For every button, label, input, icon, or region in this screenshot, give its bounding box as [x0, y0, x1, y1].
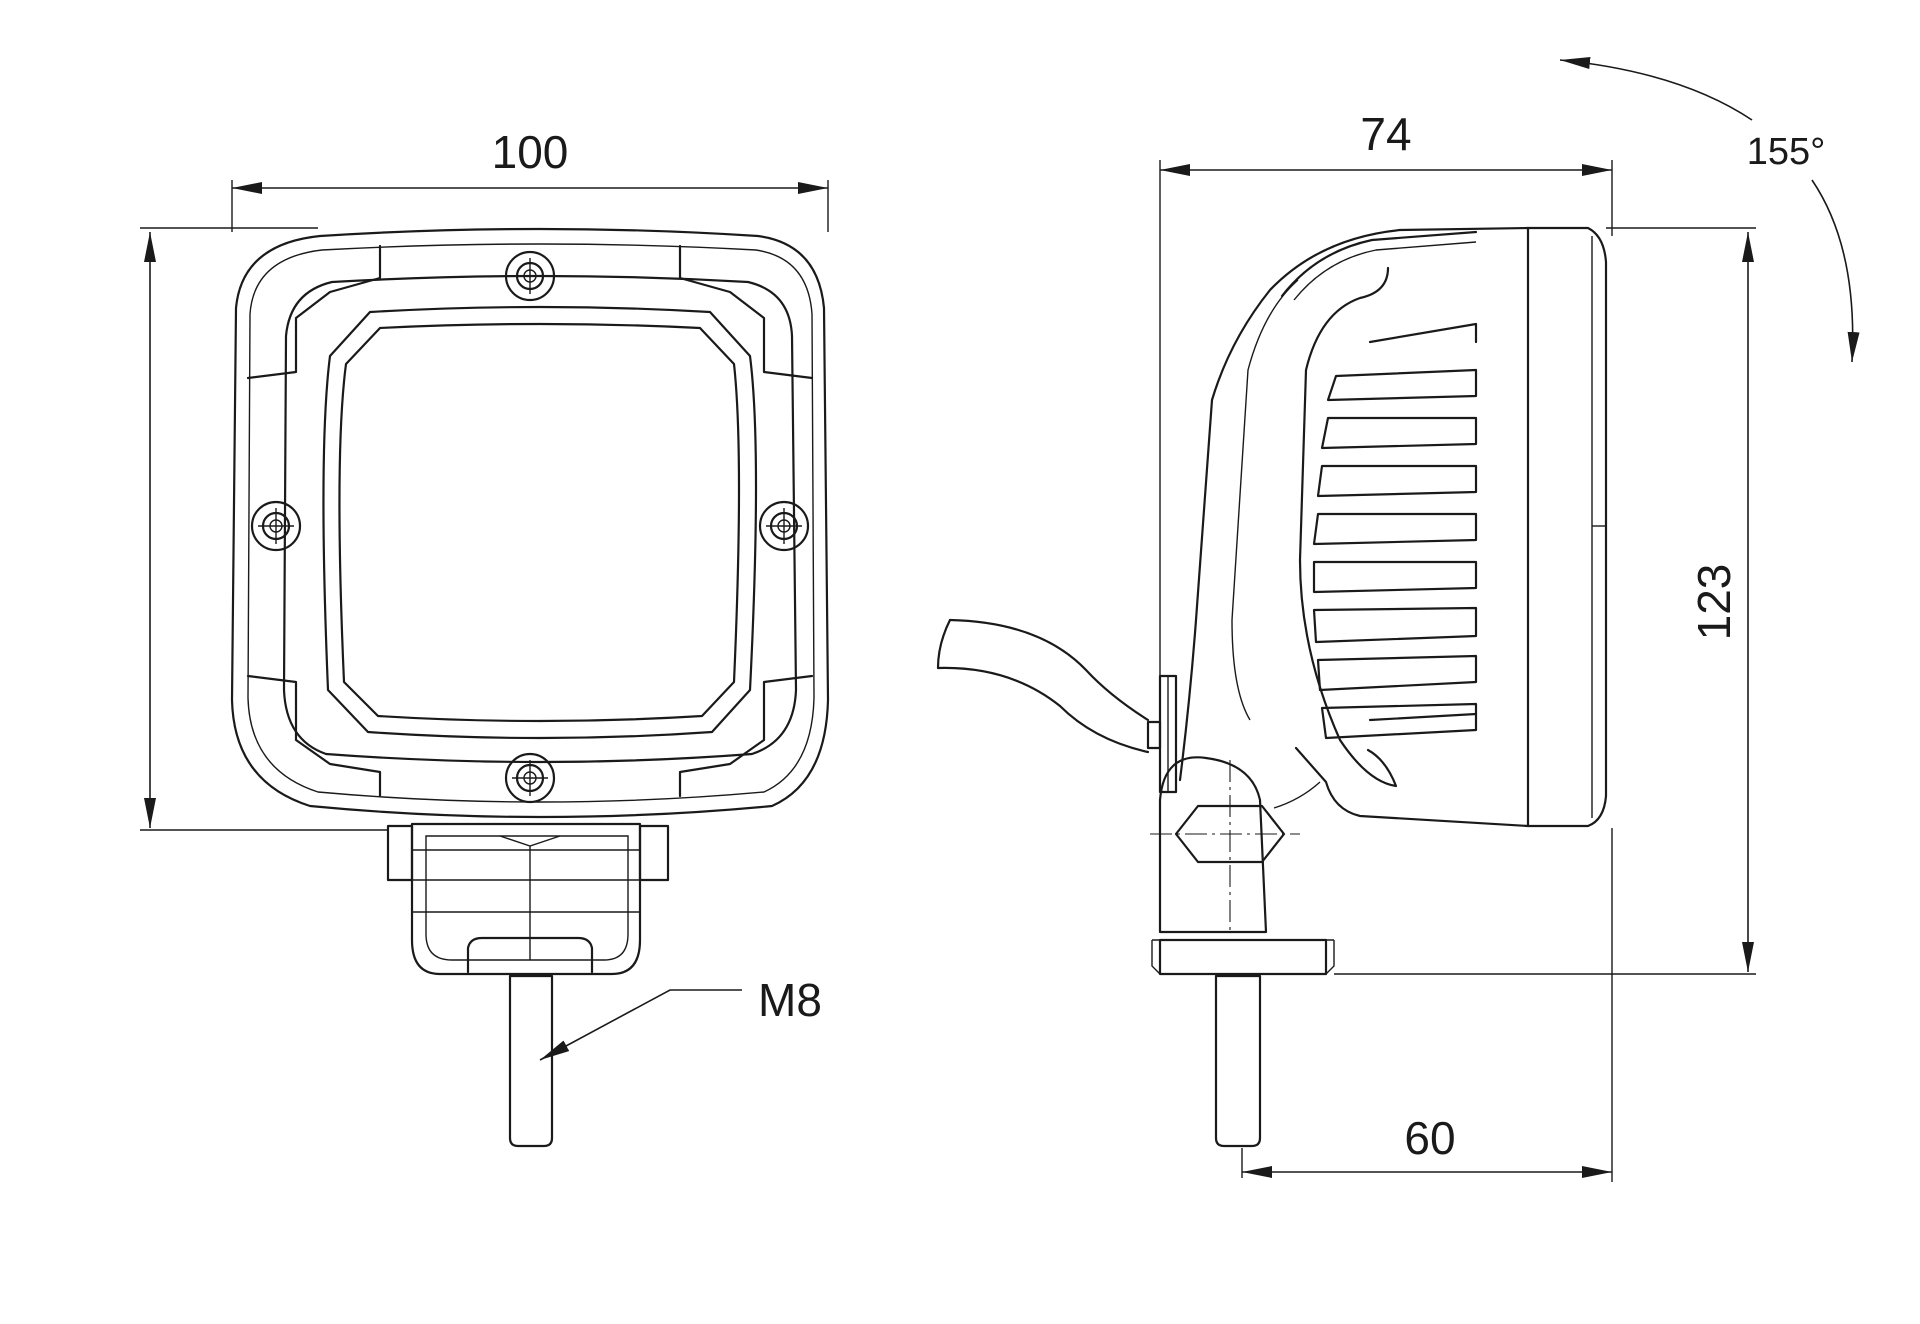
bezel-notch-bottom-right	[678, 674, 814, 798]
screw-right	[758, 500, 810, 552]
front-bracket	[386, 822, 670, 976]
dim-label-60: 60	[1404, 1112, 1455, 1164]
dimension-100: 100	[231, 126, 829, 232]
dimension-123: 123	[1334, 227, 1756, 975]
front-view	[230, 227, 830, 1148]
screw-left	[250, 500, 302, 552]
side-body-bottom	[1294, 746, 1530, 828]
thread-label-m8: M8	[758, 974, 822, 1026]
screw-top	[504, 250, 556, 302]
side-mount	[1150, 756, 1335, 976]
front-housing-outline	[230, 227, 830, 819]
side-front-cap	[1526, 226, 1608, 828]
dim-label-100: 100	[492, 126, 569, 178]
dim-label-123: 123	[1688, 564, 1740, 641]
cable	[948, 618, 1150, 722]
side-stud	[1214, 974, 1262, 1148]
side-body-outline	[1178, 226, 1530, 782]
side-top-ridge	[1280, 230, 1478, 298]
dimension-angle-155: 155°	[1559, 57, 1860, 363]
side-arch-inner	[1231, 279, 1299, 721]
dimension-height-front	[140, 227, 388, 831]
cooling-fins	[1312, 322, 1478, 740]
bezel-notch-top-right	[678, 244, 814, 380]
side-view	[936, 226, 1608, 1148]
dimension-74: 74	[1159, 108, 1613, 780]
bezel-notch-bottom-left	[246, 674, 382, 798]
cable-end	[936, 618, 952, 670]
screw-bottom	[504, 752, 556, 804]
front-lens-inner	[338, 322, 741, 723]
bezel-notch-top-left	[246, 244, 382, 380]
front-bezel	[282, 274, 798, 764]
cable-gland	[1146, 674, 1178, 794]
front-stud	[508, 974, 554, 1148]
front-lens-outer	[322, 305, 758, 740]
dim-label-74: 74	[1360, 108, 1411, 160]
m8-leader-line	[539, 989, 742, 1061]
side-top-ridge-inner	[1293, 241, 1477, 301]
front-housing-inner-edge	[247, 243, 815, 803]
dim-label-155: 155°	[1747, 131, 1826, 173]
side-arch	[1298, 266, 1398, 788]
cable-lower-edge	[936, 666, 1150, 754]
dimension-60: 60	[1241, 828, 1613, 1182]
